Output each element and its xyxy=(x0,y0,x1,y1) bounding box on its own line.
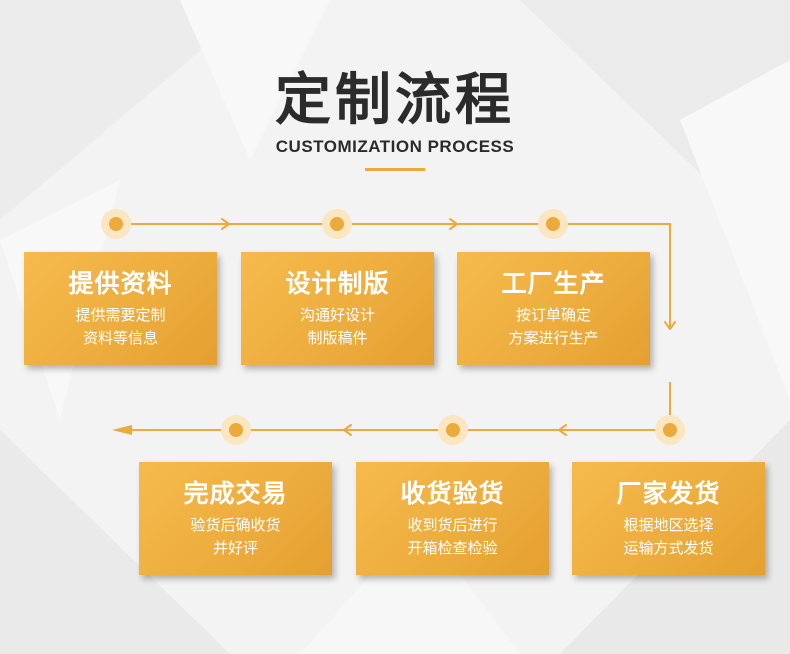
step-desc-line2: 运输方式发货 xyxy=(623,539,714,557)
title-underline xyxy=(365,168,425,171)
arrow-right-icon xyxy=(221,218,230,230)
step-card-provide-materials: 提供资料 提供需要定制 资料等信息 xyxy=(24,252,217,365)
step-desc-line2: 开箱检查检验 xyxy=(407,539,498,557)
step-card-factory-ship: 厂家发货 根据地区选择 运输方式发货 xyxy=(572,462,765,575)
step-dot xyxy=(446,423,460,437)
step-desc-line1: 根据地区选择 xyxy=(623,516,714,534)
step-title: 提供资料 xyxy=(68,269,173,298)
arrow-head-left-icon xyxy=(112,425,132,435)
page-subtitle: CUSTOMIZATION PROCESS xyxy=(275,137,515,156)
page-title: 定制流程 xyxy=(275,68,515,133)
arrow-down-icon xyxy=(664,321,676,330)
step-desc-line1: 收到货后进行 xyxy=(407,516,498,534)
step-card-complete-deal: 完成交易 验货后确收货 并好评 xyxy=(139,462,332,575)
top-flow-line xyxy=(116,223,671,328)
step-dot xyxy=(330,217,344,231)
step-desc-line2: 并好评 xyxy=(212,539,258,557)
step-card-production: 工厂生产 按订单确定 方案进行生产 xyxy=(457,252,650,365)
step-title: 工厂生产 xyxy=(501,269,606,298)
step-card-receive-inspect: 收货验货 收到货后进行 开箱检查检验 xyxy=(356,462,549,575)
step-title: 厂家发货 xyxy=(616,479,721,508)
arrow-left-icon xyxy=(343,424,352,436)
step-desc-line2: 制版稿件 xyxy=(307,329,368,347)
step-dots xyxy=(101,209,685,445)
step-desc-line1: 提供需要定制 xyxy=(75,306,166,324)
step-desc-line1: 沟通好设计 xyxy=(299,306,375,324)
step-title: 收货验货 xyxy=(400,479,505,508)
step-dot xyxy=(663,423,677,437)
step-desc-line2: 方案进行生产 xyxy=(508,329,599,347)
step-desc-line1: 验货后确收货 xyxy=(190,516,281,534)
step-desc-line1: 按订单确定 xyxy=(515,306,591,324)
step-dot xyxy=(229,423,243,437)
step-title: 完成交易 xyxy=(183,479,288,508)
step-desc-line2: 资料等信息 xyxy=(82,329,158,347)
step-card-design: 设计制版 沟通好设计 制版稿件 xyxy=(241,252,434,365)
arrow-left-icon xyxy=(558,424,567,436)
step-dot xyxy=(546,217,560,231)
arrow-right-icon xyxy=(449,218,458,230)
step-title: 设计制版 xyxy=(285,269,390,298)
step-dot xyxy=(109,217,123,231)
